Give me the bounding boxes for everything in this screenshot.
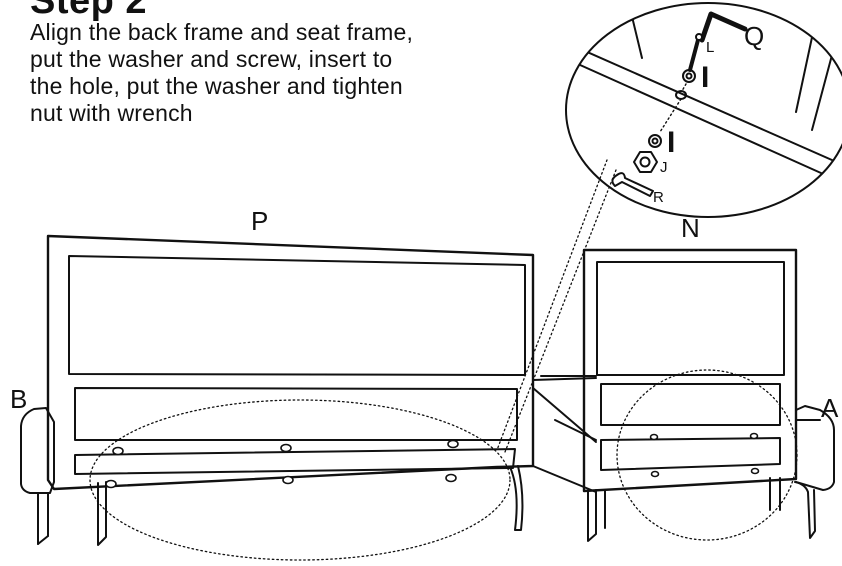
instruction-line: Align the back frame and seat frame, — [30, 19, 414, 45]
bolt-hole — [282, 475, 294, 485]
bolt-hole — [445, 473, 457, 483]
label-arm-left: B — [10, 384, 27, 414]
instruction-line: nut with wrench — [30, 100, 193, 126]
label-back-frame-small: N — [681, 213, 700, 243]
instruction-text: Align the back frame and seat frame, put… — [30, 19, 530, 127]
bolt-hole — [280, 443, 292, 453]
detail-magnifier — [565, 2, 842, 218]
right-armrest — [794, 405, 835, 539]
label-back-frame-large: P — [251, 206, 268, 236]
callout-lines — [89, 159, 798, 561]
label-washer-bottom: I — [667, 126, 675, 159]
label-allen-key: Q — [744, 21, 764, 51]
bolt-hole — [650, 470, 660, 478]
instruction-line: the hole, put the washer and tighten — [30, 73, 403, 99]
label-screw: L — [706, 39, 714, 56]
bolt-hole — [649, 433, 659, 441]
bolt-hole — [112, 446, 124, 456]
bolt-hole — [105, 479, 117, 489]
bolt-hole — [750, 467, 760, 475]
bolt-holes-large-frame — [105, 439, 459, 489]
step-title: Step 2 — [30, 0, 148, 22]
bolt-holes-small-frame — [649, 432, 760, 478]
instruction-line: put the washer and screw, insert to — [30, 46, 393, 72]
assembly-guide-line — [659, 83, 687, 133]
seat-base-middle — [532, 375, 597, 493]
left-armrest — [20, 407, 55, 545]
hex-nut-icon — [633, 151, 658, 173]
washer-icon — [648, 134, 662, 148]
label-washer-top: I — [701, 61, 709, 94]
screw-icon — [688, 33, 703, 72]
label-wrench: R — [653, 189, 664, 206]
back-frame-small — [582, 248, 798, 542]
hex-key-icon — [699, 11, 748, 43]
label-arm-right: A — [821, 393, 839, 423]
back-frame-large — [46, 234, 535, 546]
bolt-hole — [447, 439, 459, 449]
bolt-hole — [749, 432, 759, 440]
label-nut: J — [660, 159, 668, 176]
washer-icon — [682, 69, 696, 83]
